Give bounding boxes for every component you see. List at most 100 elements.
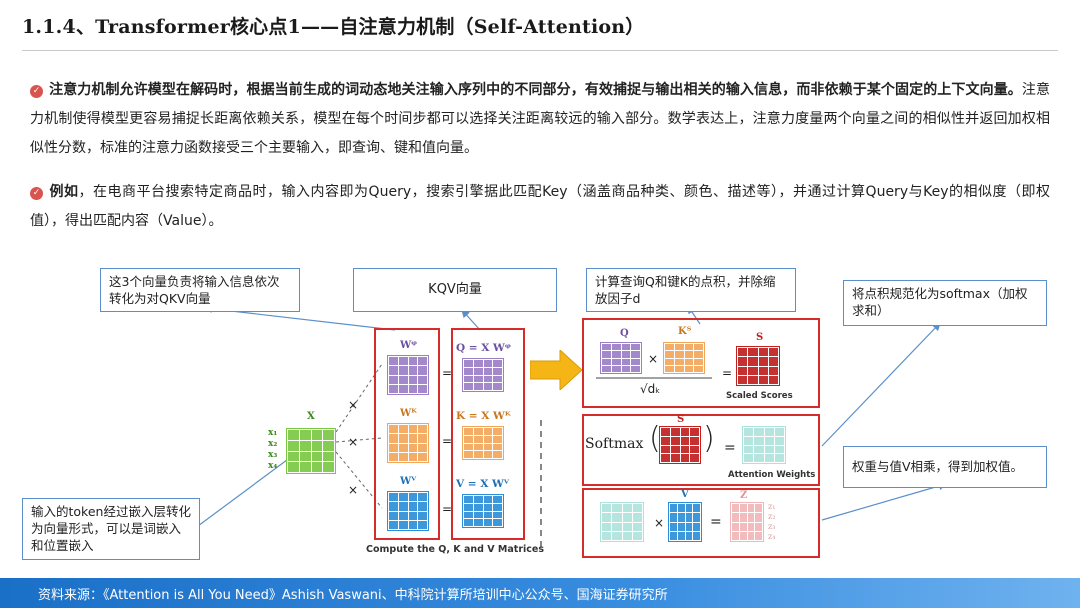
- matrix-cell: [674, 358, 684, 365]
- wk-matrix: [387, 423, 429, 463]
- matrix-cell: [398, 493, 408, 502]
- matrix-cell: [685, 531, 693, 540]
- matrix-cell: [398, 520, 408, 529]
- matrix-cell: [694, 344, 703, 351]
- matrix-cell: [665, 358, 674, 365]
- intro-text: 注意力机制使得模型更容易捕捉长距离依赖关系，模型在每个时间步都可以选择关注距离较…: [30, 82, 1051, 156]
- matrix-cell: [389, 366, 398, 375]
- matrix-cell: [408, 384, 418, 393]
- matrix-cell: [473, 443, 483, 451]
- s-label: S: [756, 332, 764, 343]
- matrix-cell: [389, 375, 398, 384]
- matrix-cell: [464, 435, 473, 443]
- matrix-cell: [418, 375, 427, 384]
- matrix-cell: [408, 375, 418, 384]
- title-divider: [22, 50, 1058, 51]
- times-op: ×: [348, 483, 359, 497]
- matrix-cell: [665, 344, 674, 351]
- dot-product-callout: 计算查询Q和键K的点积，并除缩放因子d: [586, 268, 796, 312]
- matrix-cell: [483, 435, 493, 443]
- matrix-cell: [418, 452, 427, 461]
- matrix-cell: [408, 493, 418, 502]
- connector-lines: [197, 304, 948, 548]
- matrix-cell: [694, 365, 703, 372]
- matrix-cell: [631, 365, 640, 372]
- matrix-cell: [764, 428, 774, 436]
- matrix-cell: [299, 430, 311, 440]
- matrix-cell: [755, 504, 762, 513]
- matrix-cell: [755, 531, 762, 540]
- matrix-cell: [758, 348, 768, 357]
- matrix-cell: [612, 504, 622, 513]
- matrix-cell: [473, 360, 483, 367]
- matrix-cell: [389, 384, 398, 393]
- matrix-cell: [690, 428, 699, 436]
- matrix-cell: [744, 428, 754, 436]
- matrix-cell: [408, 502, 418, 511]
- matrix-cell: [739, 513, 747, 522]
- matrix-cell: [493, 519, 502, 526]
- example-paragraph: ✓例如，在电商平台搜索特定商品时，输入内容即为Query，搜索引擎据此匹配Key…: [30, 178, 1050, 236]
- equals-op: =: [442, 434, 453, 448]
- q-equation: Q = X Wᵠ: [456, 342, 511, 354]
- matrix-cell: [754, 428, 764, 436]
- matrix-cell: [288, 430, 299, 440]
- matrix-cell: [680, 428, 690, 436]
- x-matrix: [286, 428, 336, 474]
- matrix-cell: [483, 428, 493, 435]
- matrix-cell: [493, 375, 502, 383]
- wk-label: Wᴷ: [400, 408, 417, 419]
- matrix-cell: [677, 513, 685, 522]
- matrix-cell: [408, 511, 418, 520]
- matrix-cell: [631, 344, 640, 351]
- matrix-cell: [670, 445, 680, 454]
- matrix-cell: [418, 384, 427, 393]
- matrix-cell: [483, 375, 493, 383]
- matrix-cell: [464, 428, 473, 435]
- matrix-cell: [493, 383, 502, 390]
- matrix-cell: [768, 366, 778, 375]
- matrix-cell: [483, 360, 493, 367]
- matrix-cell: [483, 496, 493, 503]
- matrix-cell: [464, 496, 473, 503]
- matrix-cell: [622, 531, 632, 540]
- matrix-cell: [758, 366, 768, 375]
- attention-weights-caption: Attention Weights: [728, 470, 816, 480]
- matrix-cell: [685, 513, 693, 522]
- matrix-cell: [389, 425, 398, 434]
- equals-op: =: [442, 502, 453, 516]
- matrix-cell: [602, 504, 612, 513]
- matrix-cell: [418, 366, 427, 375]
- matrix-cell: [622, 522, 632, 531]
- matrix-cell: [631, 351, 640, 358]
- matrix-cell: [483, 451, 493, 458]
- matrix-cell: [755, 522, 762, 531]
- matrix-cell: [389, 520, 398, 529]
- wq-matrix: [387, 355, 429, 395]
- matrix-cell: [299, 462, 311, 472]
- matrix-cell: [747, 531, 755, 540]
- matrix-cell: [632, 513, 642, 522]
- matrix-cell: [418, 357, 427, 366]
- matrix-cell: [732, 504, 739, 513]
- matrix-cell: [661, 436, 670, 445]
- matrix-cell: [464, 360, 473, 367]
- matrix-cell: [621, 351, 631, 358]
- matrix-cell: [464, 367, 473, 375]
- softmax-label: Softmax: [585, 436, 644, 452]
- footer-bar: 资料来源：《Attention is All You Need》Ashish V…: [0, 578, 1080, 608]
- matrix-cell: [389, 502, 398, 511]
- matrix-cell: [493, 443, 502, 451]
- matrix-cell: [408, 434, 418, 443]
- flow-arrow-icon: [530, 350, 582, 390]
- matrix-cell: [754, 436, 764, 445]
- matrix-cell: [464, 375, 473, 383]
- matrix-cell: [389, 493, 398, 502]
- matrix-cell: [685, 522, 693, 531]
- matrix-cell: [774, 428, 784, 436]
- matrix-cell: [690, 436, 699, 445]
- matrix-cell: [483, 511, 493, 519]
- matrix-cell: [389, 357, 398, 366]
- matrix-cell: [768, 375, 778, 384]
- matrix-cell: [670, 531, 677, 540]
